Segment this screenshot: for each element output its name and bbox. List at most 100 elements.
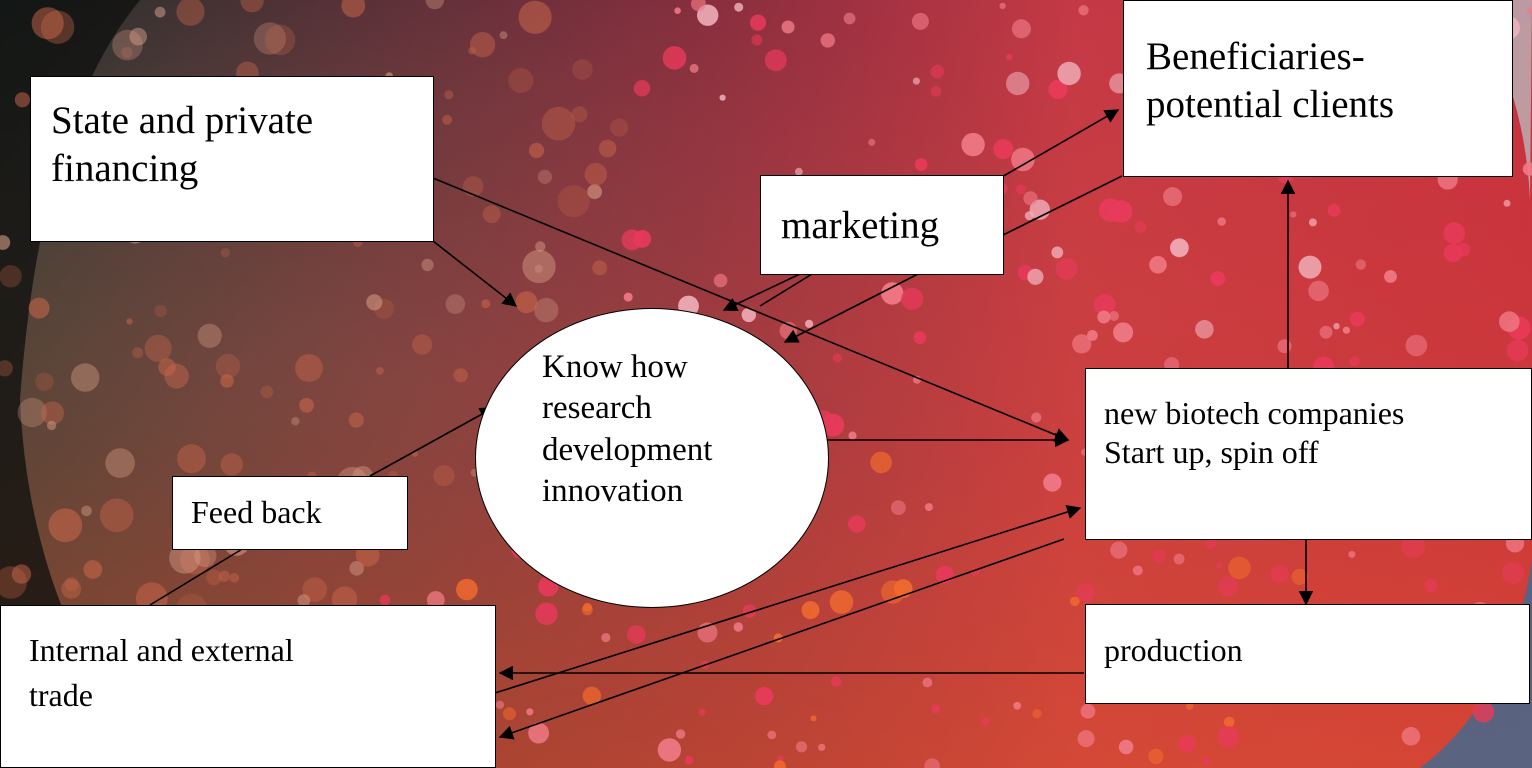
arrow-companies-to-trade <box>498 538 1065 740</box>
bg-colony <box>592 260 608 276</box>
bg-colony <box>482 205 501 224</box>
bg-colony <box>1110 541 1128 559</box>
bg-colony <box>930 86 942 97</box>
bg-colony <box>1355 259 1367 270</box>
bg-colony <box>1298 255 1322 279</box>
bg-colony <box>1349 311 1365 327</box>
bg-colony <box>180 544 210 575</box>
bg-colony <box>1023 191 1038 206</box>
bg-colony <box>805 319 814 328</box>
bg-colony <box>154 6 166 18</box>
bg-colony <box>81 505 92 517</box>
bg-colony <box>891 500 906 515</box>
bg-colony <box>1424 579 1438 593</box>
arrow-beneficiaries-to-knowhow <box>783 273 919 343</box>
bg-colony <box>633 230 652 248</box>
bg-colony <box>1443 222 1466 245</box>
bg-colony <box>764 49 787 72</box>
bg-colony <box>713 273 728 288</box>
bg-colony <box>1077 730 1095 748</box>
bg-colony <box>1051 246 1064 259</box>
bg-colony <box>528 142 545 159</box>
bg-colony <box>627 625 646 644</box>
bg-colony <box>522 249 556 284</box>
bg-colony <box>169 542 201 574</box>
bg-colony <box>912 77 921 85</box>
bg-colony <box>1443 243 1463 263</box>
bg-colony <box>481 299 491 309</box>
bg-colony <box>537 169 553 184</box>
bg-colony <box>1291 568 1308 585</box>
bg-colony <box>376 367 384 375</box>
bg-colony <box>425 0 445 10</box>
bg-colony <box>1195 320 1214 339</box>
bg-colony <box>444 90 454 100</box>
node-internal-external-trade: Internal and external trade <box>0 605 496 768</box>
bg-colony <box>158 358 176 376</box>
bg-colony <box>1185 702 1194 710</box>
bg-colony <box>868 138 876 146</box>
node-knowhow-circle <box>475 308 829 608</box>
bg-colony <box>1349 356 1360 367</box>
bg-colony <box>755 687 774 706</box>
bg-colony <box>1011 19 1031 39</box>
bg-colony <box>83 560 103 579</box>
arrow-trade-to-companies <box>494 505 1082 694</box>
bg-colony <box>1027 268 1044 285</box>
bg-colony <box>0 360 13 377</box>
bg-colony <box>1013 701 1022 710</box>
bg-colony <box>17 397 47 428</box>
bg-colony <box>1093 293 1116 316</box>
bg-colony <box>1072 334 1092 354</box>
bg-colony <box>982 717 990 726</box>
bg-colony <box>1076 583 1096 603</box>
bg-colony <box>1113 322 1134 343</box>
bg-colony <box>1503 199 1511 207</box>
bg-colony <box>1043 473 1062 492</box>
bg-colony <box>468 46 476 55</box>
arrow-financing-to-companies <box>432 177 1070 442</box>
line-knowhow-to-marketing <box>759 273 813 307</box>
bg-colony <box>64 577 79 591</box>
bg-colony <box>1342 326 1350 334</box>
bg-colony <box>299 397 314 413</box>
bg-colony <box>698 708 706 716</box>
bg-colony <box>1078 5 1089 16</box>
bg-colony <box>302 577 328 602</box>
bg-colony <box>751 34 763 46</box>
bg-colony <box>1348 550 1356 558</box>
bg-colony <box>144 334 172 362</box>
bg-colony <box>1006 54 1013 61</box>
bg-colony <box>1327 204 1341 217</box>
bg-colony <box>456 578 478 601</box>
bg-colony <box>881 282 904 305</box>
bg-colony <box>1087 330 1098 341</box>
bg-colony <box>469 32 496 58</box>
bg-colony <box>820 33 835 48</box>
bg-colony <box>197 323 222 348</box>
bg-colony <box>922 677 933 688</box>
node-label-feedback: Feed back <box>191 494 322 530</box>
bg-colony <box>1472 701 1495 723</box>
bg-colony <box>1118 739 1134 755</box>
bg-colony <box>848 431 857 440</box>
bg-colony <box>535 241 546 252</box>
bg-colony <box>795 741 808 753</box>
bg-colony <box>229 573 240 583</box>
bg-colony <box>1109 311 1119 321</box>
bg-colony <box>164 363 189 389</box>
node-label-marketing: marketing <box>781 204 940 247</box>
arrow-feedback-to-knowhow <box>369 407 495 477</box>
node-label-knowhow: Know how research development innovation <box>542 349 713 509</box>
bg-colony <box>1149 255 1167 274</box>
bg-colony <box>598 139 617 158</box>
node-knowhow-text: Know how research development innovation <box>542 347 712 512</box>
bg-colony <box>433 465 455 487</box>
bg-colony <box>911 12 929 30</box>
bg-colony <box>587 184 602 200</box>
bg-colony <box>1216 561 1223 569</box>
node-marketing: marketing <box>760 175 1004 275</box>
bg-colony <box>534 264 543 273</box>
bg-colony <box>1290 211 1297 218</box>
bg-colony <box>40 401 64 425</box>
